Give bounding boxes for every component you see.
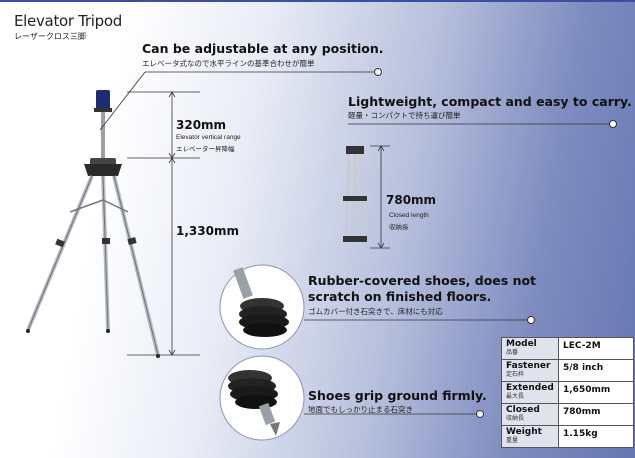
height-value: 1,330mm	[176, 224, 239, 238]
leader-dot	[374, 68, 382, 76]
elevator-range-value: 320mm	[176, 118, 227, 132]
top-rule	[0, 0, 635, 2]
feature-rubber-title-line1: Rubber-covered shoes, does not	[308, 273, 537, 288]
closed-length-label: Closed length	[389, 212, 429, 219]
spec-key: Fastener	[506, 361, 551, 371]
spec-value: 780mm	[558, 403, 634, 426]
spec-value: 5/8 inch	[558, 359, 634, 382]
spec-value: LEC-2M	[558, 337, 634, 360]
leader-dot	[609, 120, 617, 128]
feature-adjustable-title: Can be adjustable at any position.	[142, 41, 384, 56]
page-title: Elevator Tripod	[14, 12, 122, 30]
spec-key-jp: 収納長	[506, 415, 525, 422]
feature-lightweight-title: Lightweight, compact and easy to carry.	[348, 94, 632, 109]
spec-value: 1,650mm	[558, 381, 634, 404]
spike-shoe-image	[228, 370, 280, 436]
feature-adjustable-jp: エレベータ式なので水平ラインの基準合わせが簡単	[142, 59, 315, 68]
spec-key-jp: 重量	[506, 437, 519, 444]
rubber-shoe-image	[233, 267, 289, 337]
elevator-range-jp: エレベーター昇降幅	[176, 146, 235, 153]
spec-key: Model	[506, 339, 537, 349]
spec-key-jp: 最大長	[506, 393, 525, 400]
spec-key-jp: 品番	[506, 349, 519, 356]
elevator-range-label: Elevator vertical range	[176, 134, 241, 141]
leader-dot	[476, 410, 484, 418]
spec-value: 1.15kg	[558, 425, 634, 448]
spec-key-jp: 定石枠	[506, 371, 525, 378]
spec-key: Extended	[506, 383, 554, 393]
feature-grip-jp: 地面でもしっかり止まる石突き	[308, 405, 413, 414]
feature-grip-title: Shoes grip ground firmly.	[308, 388, 487, 403]
feature-rubber-jp: ゴムカバー付き石突きで、床材にも対応	[308, 307, 443, 316]
closed-length-jp: 収納長	[389, 224, 409, 231]
feature-lightweight-jp: 軽量・コンパクトで持ち運び簡単	[348, 111, 461, 120]
leader-dot	[527, 316, 535, 324]
feature-rubber-title-line2: scratch on finished floors.	[308, 289, 492, 304]
spec-key: Closed	[506, 405, 540, 415]
spec-key: Weight	[506, 427, 542, 437]
page-subtitle: レーザークロス三脚	[14, 32, 86, 41]
closed-length-value: 780mm	[386, 193, 437, 207]
